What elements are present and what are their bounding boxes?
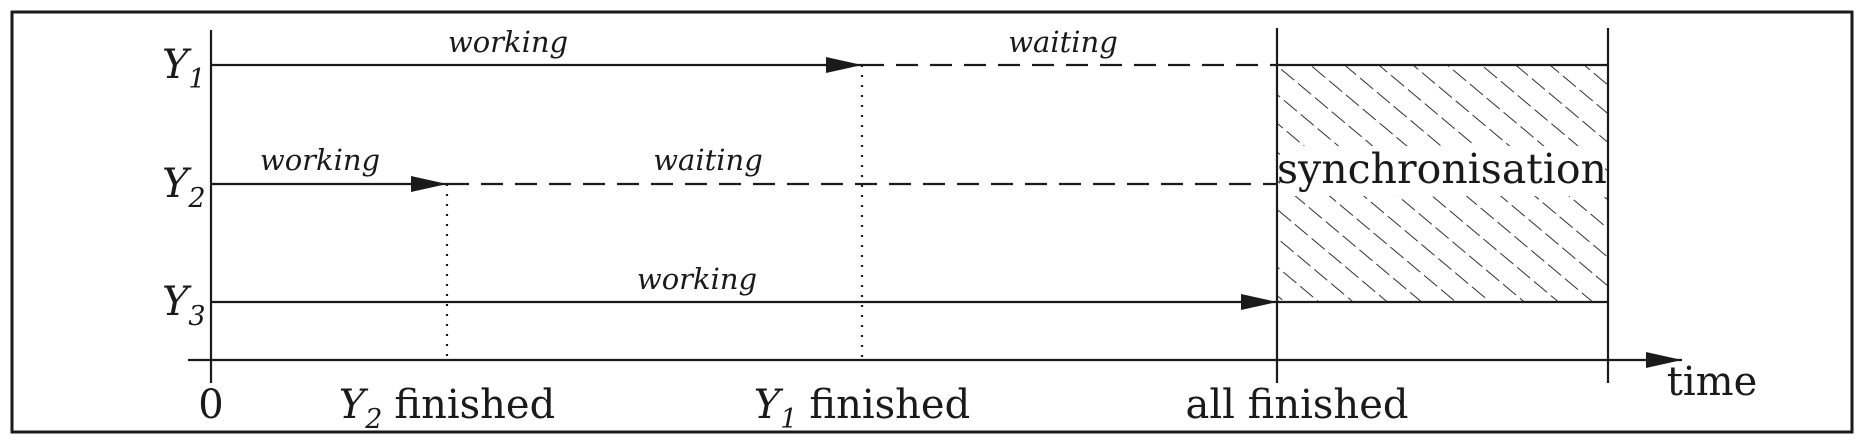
- y2-waiting-label: waiting: [653, 143, 763, 177]
- y3-working-label: working: [637, 262, 757, 296]
- diagram-frame: [10, 10, 1854, 434]
- process-row-y2: Y2 working waiting: [162, 143, 1277, 214]
- process-row-y1: Y1 working waiting: [162, 25, 1608, 95]
- process-label-y1: Y1: [162, 42, 206, 95]
- synchronisation-label-bg: [1280, 146, 1605, 196]
- tick-zero: 0: [198, 382, 223, 428]
- synchronisation-region: synchronisation: [1277, 65, 1608, 301]
- process-label-y2: Y2: [162, 161, 206, 214]
- tick-all-finished: all finished: [1186, 382, 1409, 428]
- y2-working-label: working: [260, 143, 380, 177]
- synchronisation-label: synchronisation: [1277, 145, 1607, 193]
- process-label-y3: Y3: [162, 279, 206, 332]
- time-axis-label: time: [1667, 359, 1757, 405]
- y1-working-label: working: [448, 25, 568, 59]
- process-row-y3: Y3 working: [162, 262, 1608, 332]
- y1-waiting-label: waiting: [1008, 25, 1118, 59]
